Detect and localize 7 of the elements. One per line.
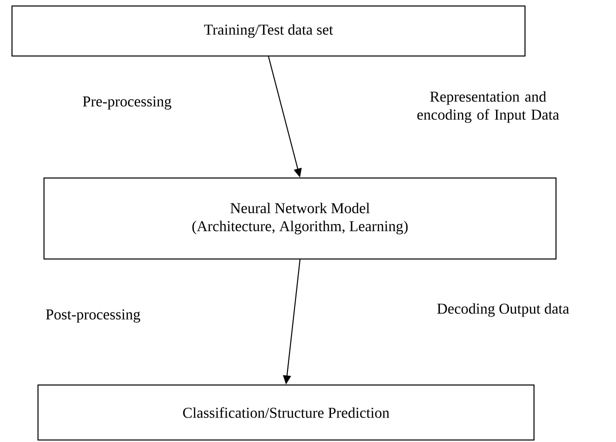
process-box: Training/Test data set — [12, 6, 526, 56]
process-box: Classification/Structure Prediction — [38, 384, 534, 440]
annotation-text: Decoding Output data — [437, 303, 570, 317]
annotation-text: Pre-processing — [82, 96, 172, 110]
annotation-text: Post-processing — [46, 309, 140, 323]
annotation-text: Representation and encoding of Input Data — [417, 91, 560, 123]
process-box: Neural Network Model (Architecture, Algorithm, Learning) — [44, 178, 556, 260]
